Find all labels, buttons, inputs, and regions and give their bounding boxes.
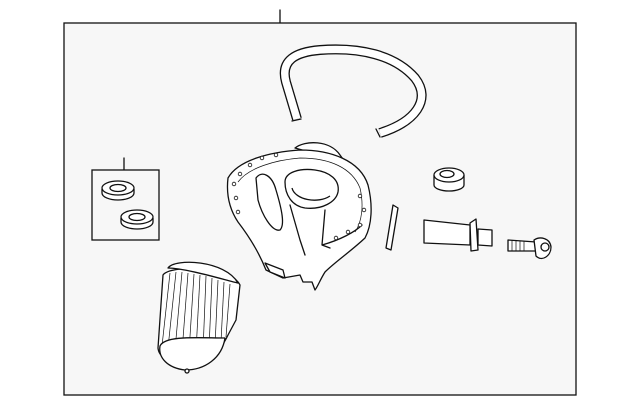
- air-filter[interactable]: [157, 261, 241, 374]
- seal[interactable]: [385, 204, 399, 251]
- air-box-housing[interactable]: [226, 142, 372, 291]
- bolt[interactable]: [507, 237, 552, 260]
- grommet-2: [120, 209, 154, 230]
- hose[interactable]: [279, 44, 427, 138]
- grommet-kit[interactable]: [91, 157, 160, 241]
- filter-pleats: [161, 271, 231, 353]
- grommet[interactable]: [433, 167, 465, 192]
- grommet-1: [101, 180, 135, 201]
- housing-bolt-holes: [231, 152, 367, 241]
- sensor[interactable]: [423, 218, 493, 252]
